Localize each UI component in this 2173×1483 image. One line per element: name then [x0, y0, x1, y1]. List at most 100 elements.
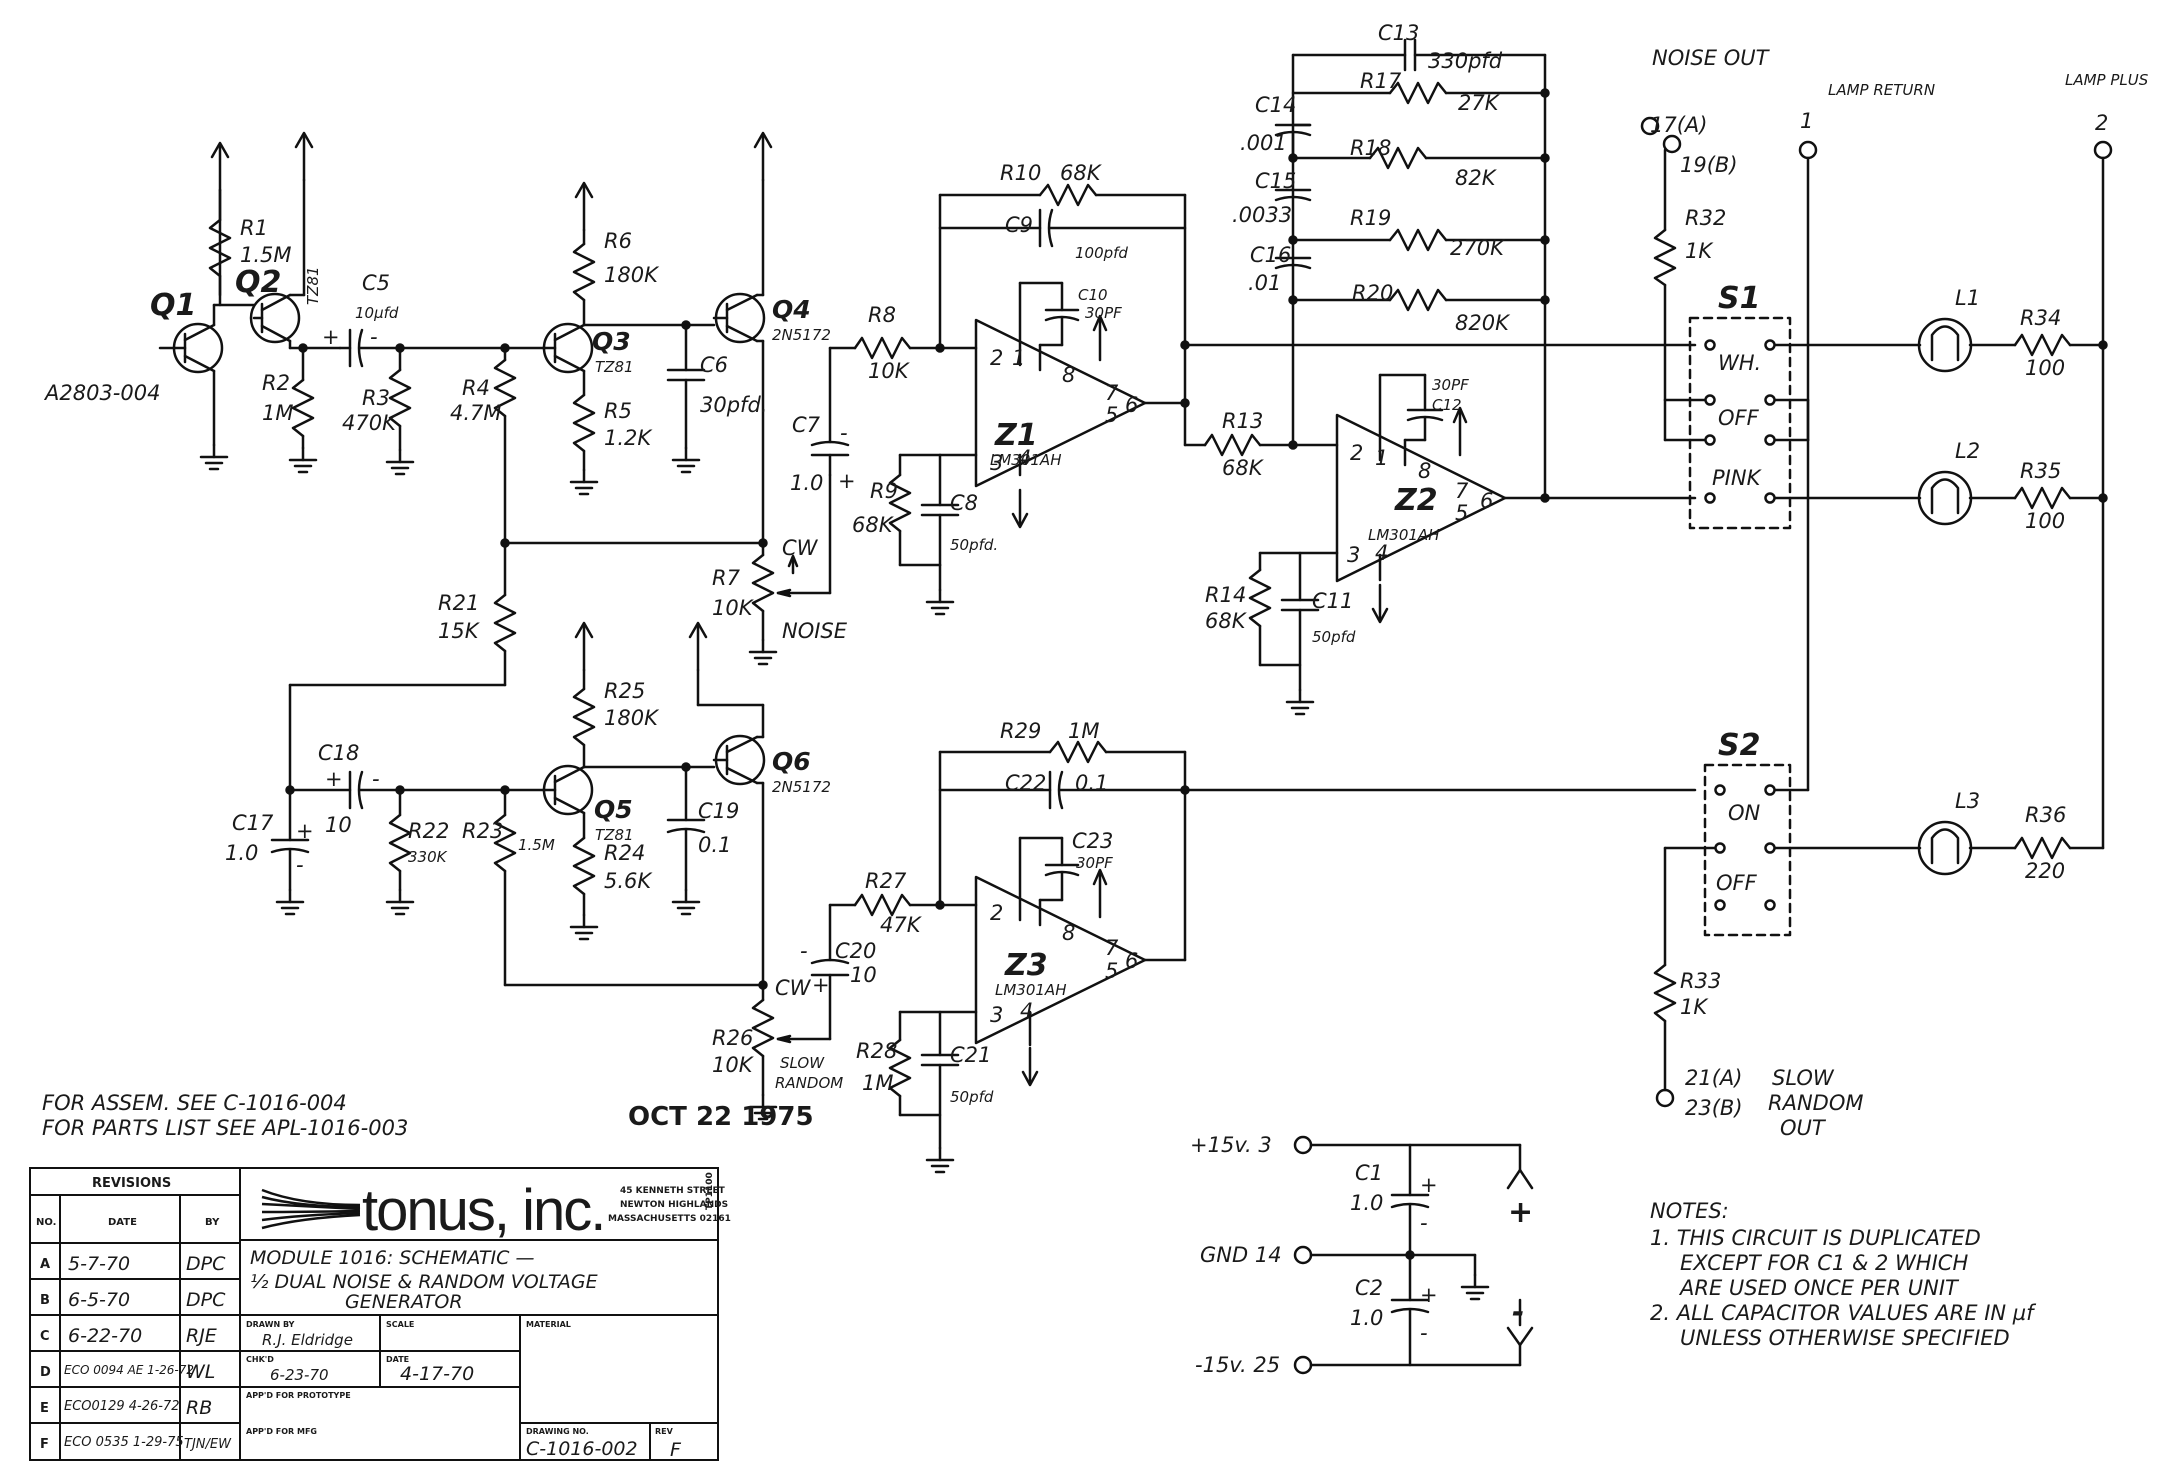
note-1a: 1. THIS CIRCUIT IS DUPLICATED: [1650, 1226, 1981, 1250]
opamp-z1: [974, 318, 1147, 488]
opamp-z2: [1335, 413, 1507, 583]
rev-row-b-date: 6-5-70: [68, 1289, 130, 1311]
r8-value: 10K: [868, 359, 911, 383]
r27-value: 47K: [880, 913, 923, 937]
minus15-label: -15v. 25: [1195, 1353, 1280, 1377]
z3-pin4: 4: [1020, 999, 1033, 1023]
r2-ref: R2: [262, 371, 290, 395]
rev-row-d-by: WL: [186, 1361, 215, 1383]
c18-plus: +: [325, 767, 343, 791]
revisions-header: REVISIONS: [92, 1176, 171, 1191]
c20-ref: C20: [835, 939, 876, 963]
lamp-plus-label: LAMP PLUS: [2065, 71, 2149, 89]
chkd-value: 6-23-70: [270, 1366, 329, 1384]
l2-label: L2: [1955, 439, 1980, 463]
c17-minus: -: [296, 853, 304, 877]
r19-value: 270K: [1450, 236, 1506, 260]
z2-pin1: 1: [1375, 446, 1388, 470]
q2-type: TZ81: [304, 266, 322, 305]
r25-ref: R25: [604, 679, 645, 703]
plus15-label: +15v. 3: [1190, 1133, 1272, 1157]
title-line: ½ DUAL NOISE & RANDOM VOLTAGE: [250, 1271, 598, 1293]
r5-value: 1.2K: [604, 426, 653, 450]
c23-ref: C23: [1072, 829, 1113, 853]
r21-ref: R21: [438, 591, 479, 615]
tonus-logo: [261, 1188, 361, 1230]
r22-ref: R22: [408, 819, 449, 843]
r29-value: 1M: [1068, 719, 1099, 743]
transistor-q1: [158, 303, 224, 447]
r20-value: 820K: [1455, 311, 1511, 335]
r24-ref: R24: [604, 841, 645, 865]
q6-label: Q6: [772, 747, 811, 776]
r24-value: 5.6K: [604, 869, 653, 893]
c18-minus: -: [372, 767, 380, 791]
rev-row-e-by: RB: [186, 1397, 212, 1419]
c9-ref: C9: [1005, 213, 1033, 237]
r5-ref: R5: [604, 399, 632, 423]
r7-ref: R7: [712, 566, 741, 590]
r17-value: 27K: [1458, 91, 1501, 115]
z1-pin8: 8: [1062, 363, 1075, 387]
c20-plus: +: [812, 973, 830, 997]
z1-pin5: 5: [1105, 403, 1118, 427]
col-by-header: BY: [205, 1217, 220, 1228]
z2-label: Z2: [1394, 483, 1438, 518]
c10-ref: C10: [1078, 286, 1108, 304]
r13-ref: R13: [1222, 409, 1263, 433]
r10-ref: R10: [1000, 161, 1041, 185]
z2-pin6: 6: [1480, 489, 1493, 513]
c5-plus: +: [322, 325, 340, 349]
noise-pin-a: 17(A): [1650, 113, 1707, 137]
c16-value: .01: [1248, 271, 1281, 295]
note-1c: ARE USED ONCE PER UNIT: [1678, 1276, 1960, 1300]
z1-pin2: 2: [990, 346, 1003, 370]
company-name: tonus, inc.: [362, 1178, 604, 1243]
r28-ref: R28: [856, 1039, 897, 1063]
z2-pin8: 8: [1418, 459, 1431, 483]
z2-pin2: 2: [1350, 441, 1363, 465]
title-line-2: GENERATOR: [345, 1291, 463, 1313]
r34-ref: R34: [2020, 306, 2061, 330]
r18-ref: R18: [1350, 136, 1391, 160]
c23-value: 30PF: [1076, 854, 1113, 872]
q2-label: Q2: [235, 265, 281, 300]
company-state: MASSACHUSETTS 02161: [608, 1214, 731, 1224]
c7-plus: +: [838, 469, 856, 493]
c8-ref: C8: [950, 491, 978, 515]
slow-out-2: RANDOM: [1768, 1091, 1863, 1115]
slow-pin-b: 23(B): [1685, 1096, 1743, 1120]
rev-row-f-by: TJN/EW: [184, 1437, 232, 1452]
c11-ref: C11: [1312, 589, 1353, 613]
z2-pin4: 4: [1375, 541, 1388, 565]
c15-value: .0033: [1232, 203, 1292, 227]
mfg-label: APP'D FOR MFG: [246, 1427, 317, 1436]
c9-value: 100pfd: [1075, 244, 1128, 262]
z3-pin8: 8: [1062, 921, 1075, 945]
rev-row-b-by: DPC: [186, 1289, 226, 1311]
c21-value: 50pfd: [950, 1088, 994, 1106]
drawn-by-label: DRAWN BY: [246, 1320, 295, 1329]
drawing-number: C-1016-002: [526, 1438, 638, 1460]
z1-pin1: 1: [1012, 346, 1025, 370]
r32-value: 1K: [1685, 239, 1714, 263]
note-1b: EXCEPT FOR C1 & 2 WHICH: [1680, 1251, 1968, 1275]
r32-ref: R32: [1685, 206, 1726, 230]
c13-value: 330pfd: [1428, 49, 1503, 73]
z3-type: LM301AH: [995, 981, 1066, 999]
c5-ref: C5: [362, 271, 390, 295]
r7-name: NOISE: [782, 619, 848, 643]
c6-value: 30pfd.: [700, 393, 767, 417]
c13-ref: C13: [1378, 21, 1419, 45]
r26-name-1: SLOW: [780, 1054, 825, 1072]
r35-value: 100: [2025, 509, 2065, 533]
rev-row-c-date: 6-22-70: [68, 1325, 142, 1347]
lamp-return-pin: 1: [1800, 109, 1813, 133]
c8-value: 50pfd.: [950, 536, 998, 554]
drawing-no-label: DRAWING NO.: [526, 1427, 589, 1436]
c7-ref: C7: [792, 413, 821, 437]
r1-value: 1.5M: [240, 243, 292, 267]
material-label: MATERIAL: [526, 1320, 571, 1329]
r6-value: 180K: [604, 263, 660, 287]
